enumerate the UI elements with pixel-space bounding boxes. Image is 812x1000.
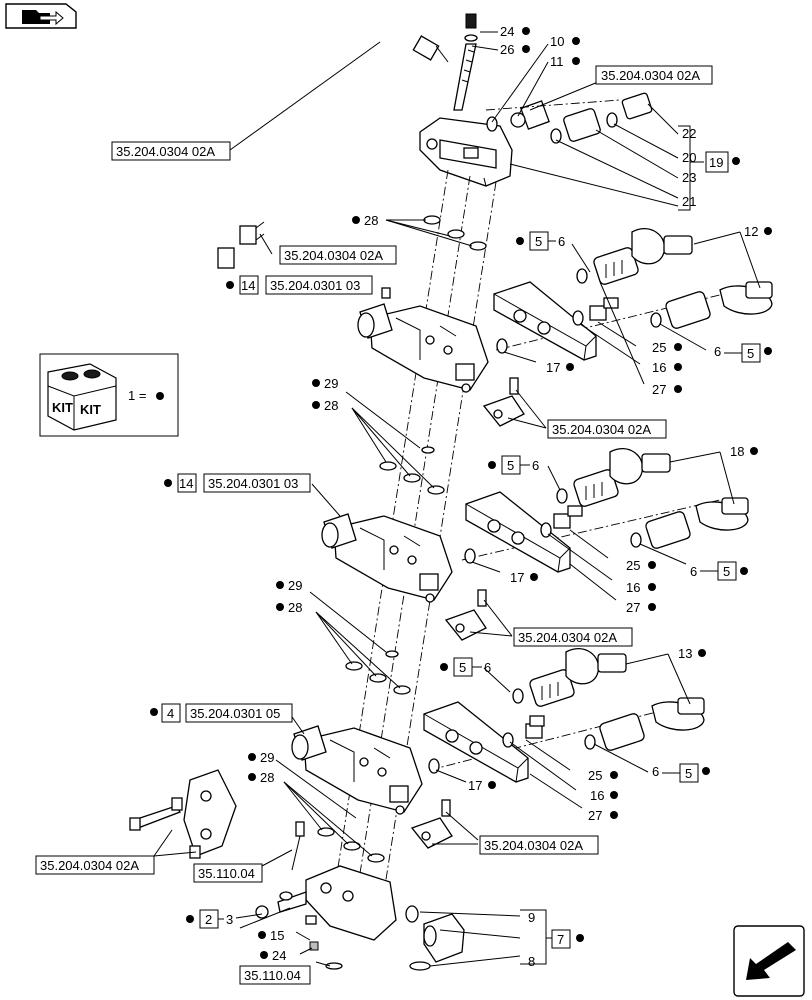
callout-29: 29 <box>324 376 338 391</box>
callout-27: 27 <box>588 808 602 823</box>
kit-label-b: KIT <box>80 402 101 417</box>
callout-11: 11 <box>550 54 564 69</box>
reference-label[interactable]: 35.204.0301 03 <box>208 476 298 491</box>
callout-3: 3 <box>226 912 233 927</box>
kit-box-icon <box>47 363 117 431</box>
reference-label[interactable]: 35.204.0304 02A <box>601 68 700 83</box>
callout-12: 12 <box>744 224 758 239</box>
callout-29: 29 <box>288 578 302 593</box>
callout-29: 29 <box>260 750 274 765</box>
callout-28: 28 <box>324 398 338 413</box>
reference-boxes: 35.204.0304 02A 35.204.0304 02A 35.204.0… <box>35 65 713 985</box>
base-bracket <box>129 769 305 871</box>
callout-24: 24 <box>272 948 286 963</box>
valve-section-3 <box>291 650 423 815</box>
port-plate-2 <box>444 448 749 641</box>
kit-number: 5 <box>535 234 542 249</box>
callout-27: 27 <box>652 382 666 397</box>
kit-number: 5 <box>685 766 692 781</box>
kit-equals: 1 = <box>128 388 146 403</box>
callout-15: 15 <box>270 928 284 943</box>
top-fittings <box>486 92 653 144</box>
callout-6: 6 <box>690 564 697 579</box>
reference-label[interactable]: 35.110.04 <box>244 968 301 983</box>
callout-16: 16 <box>590 788 604 803</box>
callout-16: 16 <box>626 580 640 595</box>
kit-number: 7 <box>557 932 564 947</box>
inlet-end-cover <box>255 827 465 971</box>
callout-17: 17 <box>468 778 482 793</box>
next-page-arrow-icon[interactable] <box>733 925 805 997</box>
callout-28: 28 <box>288 600 302 615</box>
kit-number: 4 <box>167 706 174 721</box>
valve-section-1 <box>357 215 489 393</box>
callout-13: 13 <box>678 646 692 661</box>
callout-17: 17 <box>546 360 560 375</box>
callout-21: 21 <box>682 194 696 209</box>
callout-17: 17 <box>510 570 524 585</box>
valve-section-2 <box>321 446 453 603</box>
reference-label[interactable]: 35.204.0304 02A <box>552 422 651 437</box>
callout-16: 16 <box>652 360 666 375</box>
kit-number: 19 <box>709 155 723 170</box>
callout-24: 24 <box>500 24 514 39</box>
callout-6: 6 <box>558 234 565 249</box>
callout-8: 8 <box>528 954 535 969</box>
port-plate-3 <box>410 648 705 849</box>
reference-label[interactable]: 35.204.0304 02A <box>116 144 215 159</box>
kit-legend: KIT KIT 1 = <box>39 353 179 437</box>
reference-label[interactable]: 35.110.04 <box>198 866 255 881</box>
leader-lines <box>153 31 761 967</box>
kit-number: 14 <box>241 278 255 293</box>
callout-26: 26 <box>500 42 514 57</box>
callout-22: 22 <box>682 126 696 141</box>
callout-10: 10 <box>550 34 564 49</box>
kit-number: 14 <box>179 476 193 491</box>
valve-head-cover <box>419 117 513 187</box>
folder-arrow-icon[interactable] <box>5 3 77 29</box>
reference-label[interactable]: 35.204.0304 02A <box>518 630 617 645</box>
callout-25: 25 <box>588 768 602 783</box>
kit-number: 5 <box>507 458 514 473</box>
callout-18: 18 <box>730 444 744 459</box>
kit-number: 5 <box>459 660 466 675</box>
kit-number: 5 <box>723 564 730 579</box>
callout-20: 20 <box>682 150 696 165</box>
callout-27: 27 <box>626 600 640 615</box>
long-bolt <box>453 13 478 111</box>
hydraulic-pipe <box>186 29 449 273</box>
reference-label[interactable]: 35.204.0301 05 <box>190 706 280 721</box>
callout-25: 25 <box>652 340 666 355</box>
kit-number: 2 <box>205 912 212 927</box>
callout-labels: 24 26 10 11 22 20 23 21 28 6 12 25 16 6 … <box>150 24 772 969</box>
reference-label[interactable]: 35.204.0301 03 <box>270 278 360 293</box>
reference-label[interactable]: 35.204.0304 02A <box>40 858 139 873</box>
callout-6: 6 <box>652 764 659 779</box>
kit-number: 5 <box>747 346 754 361</box>
kit-label-a: KIT <box>52 400 73 415</box>
callout-25: 25 <box>626 558 640 573</box>
callout-28: 28 <box>364 213 378 228</box>
port-plate-1 <box>482 228 773 427</box>
callout-6: 6 <box>714 344 721 359</box>
kit-number-boxes: 5 14 5 5 14 5 5 4 5 19 2 7 <box>161 151 761 949</box>
callout-6: 6 <box>532 458 539 473</box>
reference-label[interactable]: 35.204.0304 02A <box>284 248 383 263</box>
reference-label[interactable]: 35.204.0304 02A <box>484 838 583 853</box>
callout-9: 9 <box>528 910 535 925</box>
callout-23: 23 <box>682 170 696 185</box>
callout-28: 28 <box>260 770 274 785</box>
callout-6: 6 <box>484 660 491 675</box>
